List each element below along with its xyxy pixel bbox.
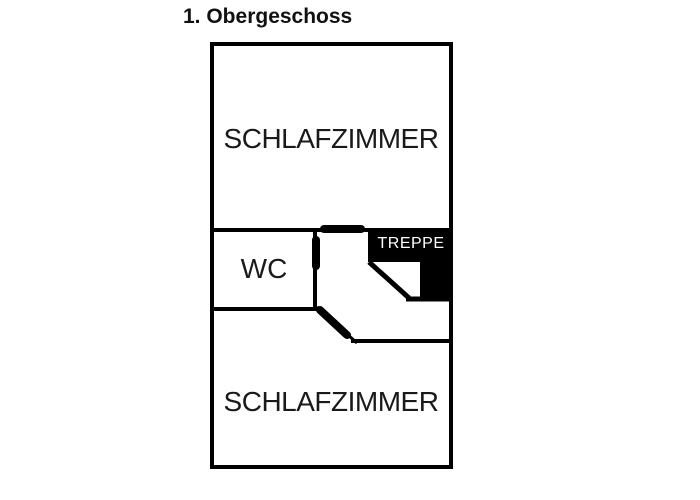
room-label-bedroom-bottom: SCHLAFZIMMER [223,386,439,417]
room-label-wc: WC [240,253,288,284]
room-label-stairs: TREPPE [377,235,445,252]
room-label-bedroom-top: SCHLAFZIMMER [223,123,439,154]
stairs-area [368,228,451,297]
stairs-rail-diagonal [367,260,411,300]
floor-plan-drawing [210,42,453,469]
page-title: 1. Obergeschoss [183,5,353,28]
floor-plan: SCHLAFZIMMER WC TREPPE SCHLAFZIMMER [210,42,453,469]
door-bottom-bedroom [316,306,351,339]
